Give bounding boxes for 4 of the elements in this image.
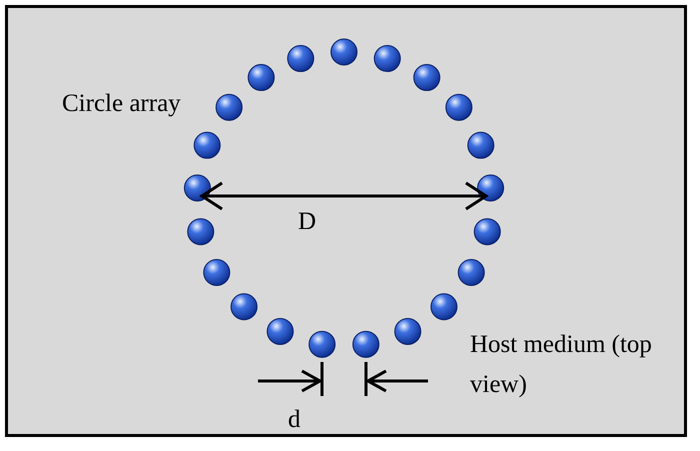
- text-label: Circle array: [62, 89, 181, 119]
- dimension-label: d: [288, 405, 300, 435]
- dimension-label: D: [298, 207, 316, 237]
- text-label: Host medium (top view): [470, 330, 653, 400]
